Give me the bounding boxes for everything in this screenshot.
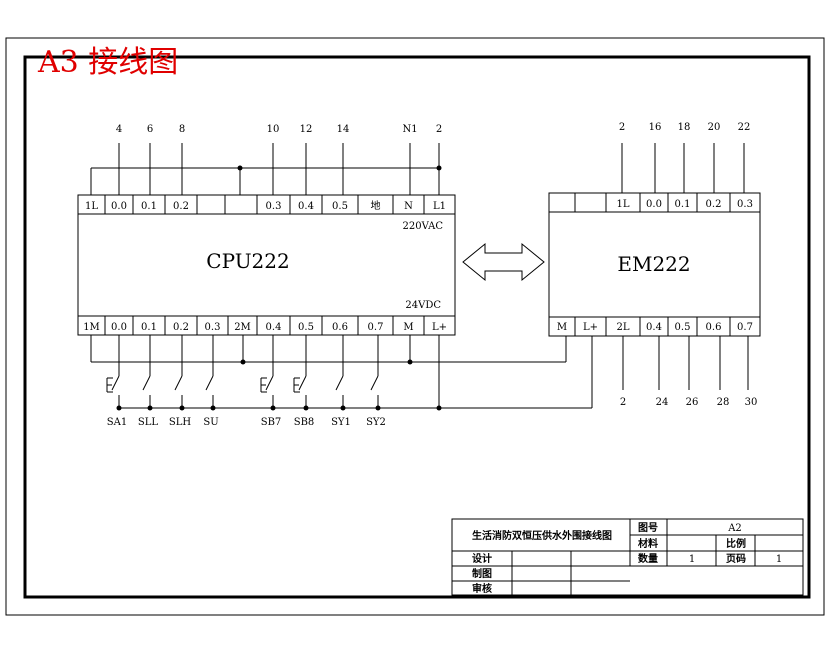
- em-top-terminal: 0.1: [675, 199, 691, 210]
- project-title: 生活消防双恒压供水外围接线图: [472, 529, 612, 542]
- em-bottom-wire-number: 24: [656, 397, 669, 408]
- em-bottom-terminal: L+: [583, 322, 598, 333]
- cpu-bottom-terminal: M: [403, 322, 413, 333]
- cpu-top-terminal: 0.4: [298, 201, 314, 212]
- cpu-top-wire-number: 10: [267, 124, 280, 135]
- switch-labels: SA1 SLL SLH SU SB7 SB8 SY1 SY2: [107, 417, 386, 428]
- em-bottom-wire-number: 30: [745, 397, 758, 408]
- em-top-wire-number: 16: [649, 122, 662, 133]
- em-module: 1L 0.0 0.1 0.2 0.3 M L+ 2L 0.4 0.5 0.6 0.7 EM222: [548, 192, 761, 337]
- cpu-bottom-terminal: 2M: [234, 322, 251, 333]
- cpu-bottom-terminal: 0.4: [266, 322, 282, 333]
- em-bottom-wire-number: 2: [620, 397, 626, 408]
- drawing-no-label: 图号: [638, 522, 658, 534]
- quantity-label: 数量: [638, 552, 658, 565]
- em-top-terminal: 0.0: [646, 199, 662, 210]
- em-bottom-terminal-labels: M L+ 2L 0.4 0.5 0.6 0.7: [557, 322, 753, 333]
- cpu-bottom-terminal: L+: [432, 322, 447, 333]
- material-label: 材料: [638, 537, 658, 550]
- em-name: EM222: [617, 252, 690, 276]
- drawing-title: A3 接线图: [37, 45, 178, 80]
- cpu-bottom-terminal: 1M: [83, 322, 100, 333]
- em-bottom-terminal: M: [557, 322, 567, 333]
- cpu-top-terminal: 0.3: [266, 201, 282, 212]
- cpu-top-terminal: 0.2: [173, 201, 189, 212]
- cpu-power-dc: 24VDC: [405, 300, 441, 311]
- switch-label: SLH: [169, 417, 191, 428]
- em-bottom-wire-numbers: 2 24 26 28 30: [620, 397, 758, 408]
- em-top-wire-number: 22: [738, 122, 751, 133]
- cpu-top-wiring: [90, 143, 442, 195]
- em-bottom-terminal: 2L: [616, 322, 629, 333]
- em-top-terminal-labels: 1L 0.0 0.1 0.2 0.3: [616, 199, 752, 210]
- em-top-terminal: 1L: [616, 199, 629, 210]
- cpu-bottom-terminal: 0.2: [173, 322, 189, 333]
- cpu-top-wire-number: 2: [436, 124, 442, 135]
- inner-frame: [23, 55, 811, 599]
- cpu-bottom-terminal: 0.7: [368, 322, 384, 333]
- em-top-wiring: [621, 143, 745, 193]
- em-bottom-terminal: 0.4: [646, 322, 662, 333]
- cpu-top-terminal-labels: 1L 0.0 0.1 0.2 0.3 0.4 0.5 地 N L1: [85, 199, 446, 212]
- em-top-terminal: 0.3: [737, 199, 753, 210]
- scale-label: 比例: [726, 537, 746, 550]
- em-bottom-wiring: [622, 336, 749, 390]
- switch-label: SU: [203, 417, 218, 428]
- outer-frame: [5, 37, 825, 616]
- cpu-top-terminal: 0.0: [111, 201, 127, 212]
- em-bottom-terminal: 0.5: [675, 322, 691, 333]
- switch-label: SB7: [261, 417, 282, 428]
- cpu-top-terminal: 地: [371, 199, 381, 212]
- em-top-wire-number: 2: [619, 122, 625, 133]
- cpu-top-wire-number: N1: [402, 124, 417, 135]
- quantity-value: 1: [689, 554, 695, 565]
- cpu-bottom-wiring: [90, 335, 593, 411]
- em-top-terminal: 0.2: [706, 199, 722, 210]
- cpu-bottom-terminal: 0.5: [298, 322, 314, 333]
- switch-label: SY2: [366, 417, 386, 428]
- em-top-wire-number: 20: [708, 122, 721, 133]
- drawn-label: 制图: [472, 567, 492, 580]
- cpu-bottom-terminal: 0.6: [332, 322, 348, 333]
- cpu-module: 1L 0.0 0.1 0.2 0.3 0.4 0.5 地 N L1 1M 0.0 0.1 0.2 0.3 2…: [77, 194, 456, 336]
- cpu-top-terminal: N: [404, 201, 413, 212]
- cpu-name: CPU222: [206, 249, 289, 273]
- cpu-top-wire-number: 12: [300, 124, 313, 135]
- review-label: 审核: [472, 582, 492, 595]
- em-bottom-wire-number: 28: [717, 397, 730, 408]
- cpu-top-terminal: 0.5: [332, 201, 348, 212]
- cpu-top-terminal: L1: [433, 201, 446, 212]
- cpu-top-wire-number: 6: [147, 124, 153, 135]
- cpu-bottom-terminal: 0.1: [141, 322, 157, 333]
- cpu-power-ac: 220VAC: [402, 221, 443, 232]
- cpu-bottom-terminal: 0.0: [111, 322, 127, 333]
- drawing-no: A2: [727, 523, 742, 534]
- cpu-bottom-terminal-labels: 1M 0.0 0.1 0.2 0.3 2M 0.4 0.5 0.6 0.7 M L+: [83, 322, 447, 333]
- cpu-top-terminal: 0.1: [141, 201, 157, 212]
- page-label: 页码: [726, 553, 746, 565]
- em-bottom-wire-number: 26: [686, 397, 699, 408]
- cpu-top-wire-number: 4: [116, 124, 122, 135]
- em-top-wire-number: 18: [678, 122, 691, 133]
- switch-label: SA1: [107, 417, 127, 428]
- cpu-top-wire-number: 14: [337, 124, 350, 135]
- em-top-wire-numbers: 2 16 18 20 22: [619, 122, 751, 133]
- em-bottom-terminal: 0.7: [737, 322, 753, 333]
- title-block: 生活消防双恒压供水外围接线图 图号 A2 材料 比例 数量 1 页码 1 设计 …: [451, 518, 804, 596]
- cpu-bottom-terminal: 0.3: [205, 322, 221, 333]
- cpu-top-wire-numbers: 4 6 8 10 12 14 N1 2: [116, 124, 442, 135]
- switch-label: SY1: [331, 417, 351, 428]
- em-bottom-terminal: 0.6: [706, 322, 722, 333]
- design-label: 设计: [472, 552, 492, 565]
- switch-label: SB8: [294, 417, 315, 428]
- page-value: 1: [776, 554, 782, 565]
- cpu-top-terminal: 1L: [85, 201, 98, 212]
- double-arrow-icon: [462, 242, 545, 282]
- cpu-top-wire-number: 8: [179, 124, 185, 135]
- switch-label: SLL: [138, 417, 158, 428]
